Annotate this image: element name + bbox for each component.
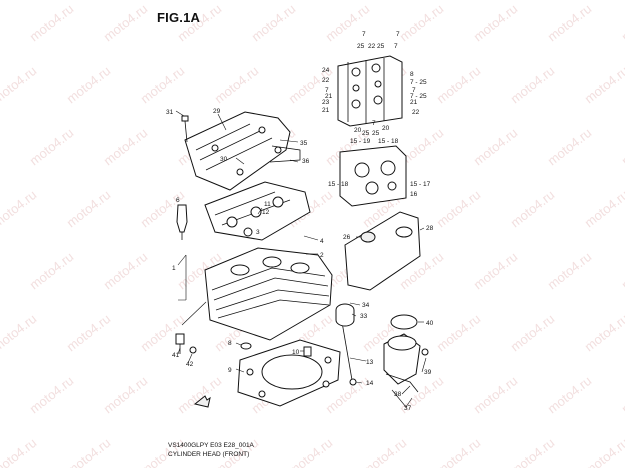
callout-21c: 21 (410, 99, 418, 106)
callout-9: 9 (228, 367, 232, 374)
callout-28: 28 (426, 225, 434, 232)
figure-name: CYLINDER HEAD (FRONT) (168, 451, 250, 458)
figure-title: FIG.1A (157, 10, 201, 25)
callout-4: 4 (320, 238, 324, 245)
callout-39: 39 (424, 369, 432, 376)
leader-lines (175, 110, 427, 408)
callout-8b: 8 (410, 71, 414, 78)
callout-24: 24 (322, 67, 330, 74)
head-underside-view-part (339, 145, 407, 207)
callout-7d: 7 (325, 87, 329, 94)
callout-38: 38 (394, 391, 402, 398)
callout-12: 12 (262, 209, 270, 216)
callout-42: 42 (186, 361, 194, 368)
callout-36: 36 (302, 158, 310, 165)
callout-6: 6 (176, 197, 180, 204)
callout-2: 2 (320, 252, 324, 259)
cover-gasket-part (269, 145, 301, 163)
o-ring-part (240, 342, 252, 350)
callout-34: 34 (362, 302, 370, 309)
callout-3: 3 (256, 229, 260, 236)
callout-25a: 25 (357, 43, 365, 50)
callout-25d: 25 (372, 130, 380, 137)
callout-7f: 7 (372, 120, 376, 127)
callout-21a: 21 (325, 93, 333, 100)
figure-code: VS1400GLPY E03 E28_001A (168, 442, 254, 449)
union-fitting-part (175, 333, 197, 354)
callout-23: 23 (322, 99, 330, 106)
cover-bolt-part (181, 115, 189, 143)
callout-22c: 22 (412, 109, 420, 116)
side-cover-part (344, 211, 421, 291)
callout-20b: 20 (382, 125, 390, 132)
callout-37: 37 (404, 405, 412, 412)
cylinder-head-part (204, 247, 333, 341)
callout-31: 31 (166, 109, 174, 116)
callout-7a: 7 (362, 31, 366, 38)
intake-pipe-part (383, 314, 429, 393)
dowel-pin-part (303, 346, 312, 357)
figure-caption: VS1400GLPY E03 E28_001A CYLINDER HEAD (F… (168, 441, 254, 459)
callout-10: 10 (292, 349, 300, 356)
callout-30: 30 (220, 156, 228, 163)
callout-26: 26 (343, 234, 351, 241)
head-gasket-part (237, 339, 341, 407)
front-direction-arrow (193, 395, 211, 408)
callout-16: 16 (410, 191, 418, 198)
head-cover-part (184, 111, 291, 191)
camshaft-holder-part (204, 181, 311, 241)
callout-35: 35 (300, 140, 308, 147)
callout-22b: 22 (322, 77, 330, 84)
callout-25c: 25 (362, 130, 370, 137)
callout-15-19: 15 - 19 (350, 138, 371, 145)
callout-29: 29 (213, 108, 221, 115)
callout-20a: 20 (354, 127, 362, 134)
callout-33: 33 (360, 313, 368, 320)
callout-40: 40 (426, 320, 434, 327)
inspection-plug-part (360, 231, 376, 243)
callout-15-17: 15 - 17 (410, 181, 431, 188)
callout-1: 1 (172, 265, 176, 272)
callout-13: 13 (366, 359, 374, 366)
upper-valve-cover-part (337, 55, 403, 127)
plug-cap-part (335, 303, 355, 327)
spark-plug-part (176, 204, 188, 240)
stud-bolt-part (341, 321, 357, 386)
callout-7e: 7 (412, 87, 416, 94)
callout-7-25a: 7 - 25 (410, 79, 427, 86)
callout-25b: 25 (377, 43, 385, 50)
callout-15-18b: 15 - 18 (378, 138, 399, 145)
callout-7-25b: 7 - 25 (410, 93, 427, 100)
callout-41: 41 (172, 352, 180, 359)
callout-21b: 21 (322, 107, 330, 114)
callout-7c: 7 (394, 43, 398, 50)
callout-14: 14 (366, 380, 374, 387)
callout-11: 11 (264, 201, 271, 208)
callout-8: 8 (228, 340, 232, 347)
callout-7b: 7 (396, 31, 400, 38)
callout-22a: 22 (368, 43, 376, 50)
callout-15-18a: 15 - 18 (328, 181, 349, 188)
